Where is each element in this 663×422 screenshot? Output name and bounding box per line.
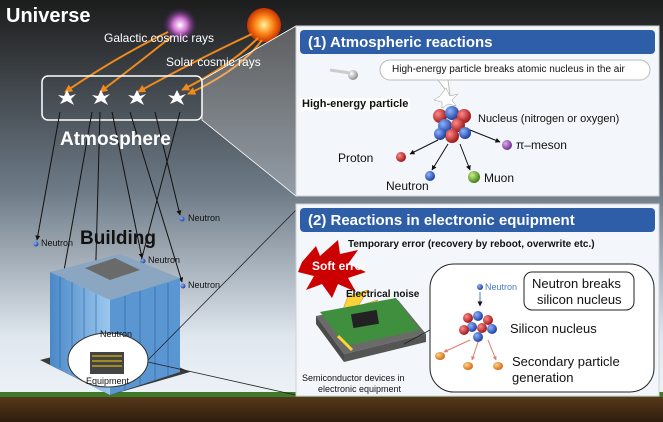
silicon-nucleus-icon [459,311,497,342]
neutron-paths [35,111,184,331]
server-icon [90,352,124,374]
neutron-label-p1: Neutron [386,179,429,193]
galactic-rays-label: Galactic cosmic rays [104,31,215,45]
building-label: Building [80,228,156,249]
galaxy-icon [162,7,198,43]
secondary-label-2: generation [512,370,574,385]
soft-error-label: Soft error [312,259,367,273]
electrical-noise-label: Electrical noise [346,289,420,300]
panel2-title: (2) Reactions in electronic equipment [308,212,575,229]
sun-icon [247,8,281,42]
high-energy-particle-label: High-energy particle [300,98,411,111]
neutron-label: Neutron [188,280,221,290]
solar-rays-label: Solar cosmic rays [166,55,261,69]
proton-label: Proton [338,151,374,165]
atmosphere-label: Atmosphere [60,129,171,150]
secondary-particle [435,352,445,360]
universe-label: Universe [6,5,91,27]
cosmic-ray-arrows [64,31,263,95]
semiconductor-label-2: electronic equipment [318,384,402,394]
meson-icon [502,140,512,150]
soft-error-burst [298,240,366,298]
breaks-label-1: Neutron breaks [532,276,621,291]
equipment-label: Equipment [86,376,130,386]
secondary-particle [463,362,473,370]
nucleus-label: Nucleus (nitrogen or oxygen) [478,113,620,125]
noise-arrow [336,334,354,352]
circuit-board-icon [316,298,426,362]
breaks-label-2: silicon nucleus [537,292,622,307]
collision-bursts [58,90,186,105]
neutron-label: Neutron [188,213,221,223]
temporary-error-label: Temporary error (recovery by reboot, ove… [348,239,595,250]
neutron-label-p2: Neutron [485,282,518,292]
neutron-label: Neutron [148,255,181,265]
secondary-particle [493,362,503,370]
neutron-label: Neutron [100,329,133,339]
panel1-callout: High-energy particle breaks atomic nucle… [392,64,625,75]
panel1-title: (1) Atmospheric reactions [308,34,493,51]
neutron-icon [425,171,435,181]
secondary-label-1: Secondary particle [512,354,620,369]
proton-icon [396,152,406,162]
panel1-bg [295,25,660,197]
nucleus-icon [433,106,471,143]
meson-label: π–meson [516,138,567,152]
reaction-arrows [409,129,501,171]
neutron-label: Neutron [41,238,74,248]
incoming-particle [348,70,358,80]
silicon-nucleus-label: Silicon nucleus [510,321,597,336]
muon-icon [468,171,480,183]
ground [0,395,663,422]
muon-label: Muon [484,171,515,185]
semiconductor-label-1: Semiconductor devices in [302,373,405,383]
